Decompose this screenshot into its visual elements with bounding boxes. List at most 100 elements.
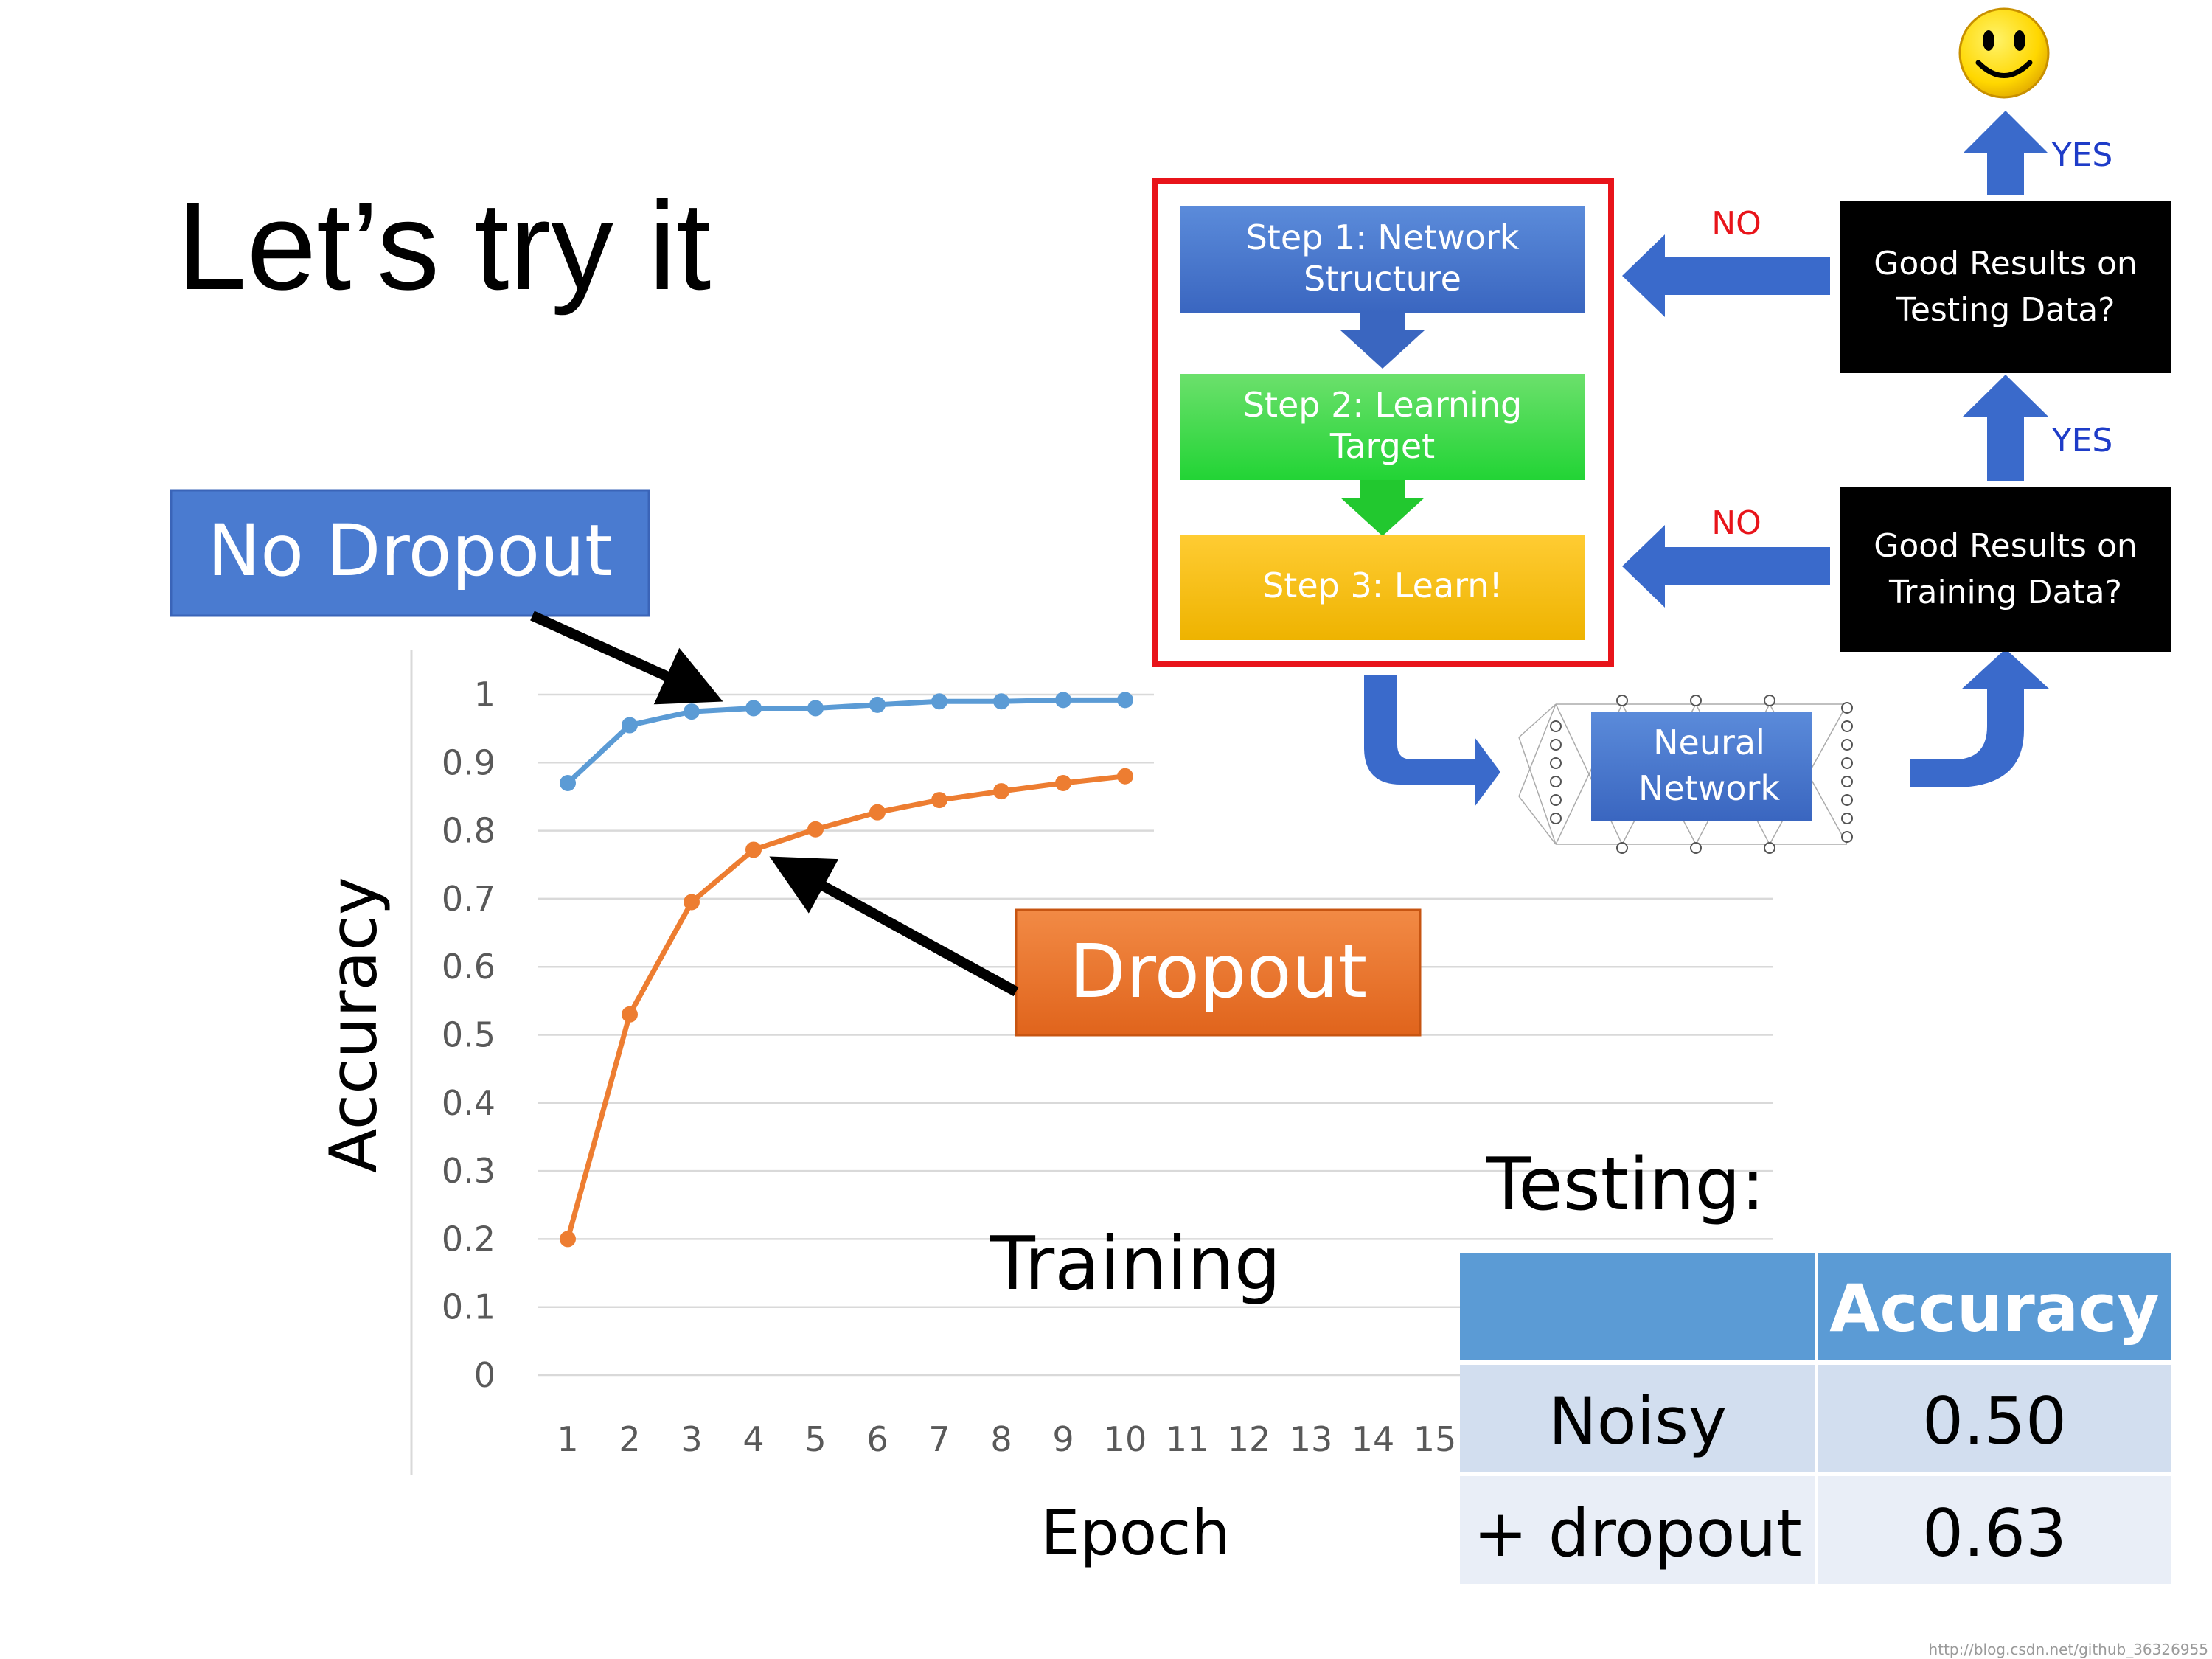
y-tick-label: 0	[474, 1355, 495, 1395]
y-tick-label: 0.1	[442, 1287, 495, 1327]
step1-down-arrow	[1340, 313, 1425, 369]
training-check-line1: Good Results on	[1874, 527, 2138, 565]
step2-label-line2: Target	[1329, 426, 1435, 466]
data-point-no_dropout	[560, 774, 576, 791]
y-tick-label: 0.7	[442, 879, 495, 919]
data-point-dropout	[1055, 774, 1071, 791]
training-steps-frame	[1152, 178, 1614, 667]
y-tick-label: 0.6	[442, 947, 495, 987]
training-check-line2: Training Data?	[1888, 574, 2122, 611]
slide-title: Let’s try it	[177, 176, 711, 316]
to-network-arrow	[1364, 675, 1500, 807]
step2-box	[1180, 374, 1585, 480]
data-point-dropout	[931, 792, 947, 809]
testing-check-line1: Good Results on	[1874, 245, 2138, 282]
step3-label: Step 3: Learn!	[1262, 566, 1503, 605]
testing-check-box	[1840, 201, 2171, 373]
x-tick-label: 12	[1228, 1419, 1271, 1459]
testing-yes-arrow	[1963, 111, 2048, 195]
table-row	[1460, 1365, 1815, 1472]
x-tick-label: 5	[804, 1419, 826, 1459]
x-tick-label: 7	[928, 1419, 950, 1459]
step2-down-arrow	[1340, 480, 1425, 536]
x-tick-label: 6	[866, 1419, 888, 1459]
dropout-callout-label: Dropout	[1069, 928, 1367, 1015]
x-axis-label: Epoch	[1040, 1497, 1230, 1569]
table-row-label: Noisy	[1548, 1383, 1727, 1459]
to-training-check-arrow	[1910, 649, 2050, 787]
table-row	[1460, 1476, 1815, 1584]
x-tick-label: 14	[1352, 1419, 1395, 1459]
neural-network-label-line1: Neural	[1653, 723, 1765, 762]
no-dropout-callout	[170, 489, 650, 617]
training-no-arrow	[1622, 525, 1830, 608]
x-tick-label: 3	[681, 1419, 702, 1459]
table-row-value: 0.50	[1922, 1383, 2067, 1459]
step1-label-line1: Step 1: Network	[1246, 218, 1520, 257]
step1-label-line2: Structure	[1304, 259, 1461, 299]
x-tick-label: 4	[742, 1419, 764, 1459]
data-point-dropout	[869, 804, 886, 821]
data-point-dropout	[560, 1231, 576, 1248]
smiley-face-icon	[1958, 7, 2050, 99]
neural-network-label-line2: Network	[1638, 768, 1780, 808]
no-dropout-callout-label: No Dropout	[207, 509, 612, 592]
training-label: Training	[990, 1220, 1281, 1307]
data-point-no_dropout	[807, 700, 824, 717]
y-tick-label: 0.4	[442, 1083, 495, 1123]
x-tick-label: 2	[619, 1419, 640, 1459]
x-tick-label: 8	[990, 1419, 1012, 1459]
data-point-dropout	[745, 841, 762, 858]
data-point-dropout	[684, 894, 700, 911]
data-point-dropout	[807, 821, 824, 838]
step3-box	[1180, 535, 1585, 640]
watermark: http://blog.csdn.net/github_36326955	[1929, 1641, 2208, 1658]
series-line-dropout	[565, 773, 1126, 1240]
y-tick-label: 0.8	[442, 811, 495, 851]
testing-check-line2: Testing Data?	[1895, 291, 2115, 329]
table-header-accuracy	[1818, 1253, 2171, 1360]
y-axis-label: Accuracy	[316, 877, 392, 1173]
testing-no-label: NO	[1711, 205, 1761, 243]
neural-network-box	[1591, 712, 1812, 821]
chart-series	[560, 692, 1133, 1248]
data-point-no_dropout	[1117, 692, 1133, 709]
testing-accuracy-table: Accuracy Noisy 0.50 + dropout 0.63	[1460, 1253, 2171, 1584]
table-cell	[1818, 1476, 2171, 1584]
training-check-box	[1840, 487, 2171, 652]
y-tick-label: 1	[474, 675, 495, 714]
step2-label-line1: Step 2: Learning	[1243, 385, 1522, 425]
data-point-dropout	[993, 783, 1009, 800]
table-row-label: + dropout	[1473, 1495, 1802, 1571]
dropout-callout	[1015, 908, 1422, 1037]
y-tick-label: 0.9	[442, 742, 495, 782]
data-point-no_dropout	[684, 703, 700, 720]
training-no-label: NO	[1711, 504, 1761, 542]
step1-box	[1180, 206, 1585, 313]
data-point-no_dropout	[931, 693, 947, 710]
training-yes-arrow	[1963, 375, 2048, 481]
table-row-value: 0.63	[1922, 1495, 2067, 1571]
data-point-no_dropout	[869, 696, 886, 713]
y-tick-labels: 00.10.20.30.40.50.60.70.80.91	[442, 675, 495, 1395]
y-tick-label: 0.5	[442, 1015, 495, 1055]
data-point-no_dropout	[745, 700, 762, 717]
x-tick-label: 10	[1104, 1419, 1147, 1459]
x-tick-label: 11	[1166, 1419, 1209, 1459]
testing-no-arrow	[1622, 234, 1830, 317]
table-header-accuracy-label: Accuracy	[1829, 1270, 2159, 1346]
y-tick-label: 0.2	[442, 1219, 495, 1259]
data-point-no_dropout	[1055, 692, 1071, 709]
x-tick-label: 15	[1413, 1419, 1457, 1459]
data-point-no_dropout	[622, 717, 638, 734]
dropout-pointer-arrow	[769, 856, 1019, 997]
data-point-dropout	[622, 1006, 638, 1023]
table-cell	[1818, 1365, 2171, 1472]
x-tick-label: 13	[1290, 1419, 1333, 1459]
training-yes-label: YES	[2051, 422, 2113, 459]
table-header-blank	[1460, 1253, 1815, 1360]
